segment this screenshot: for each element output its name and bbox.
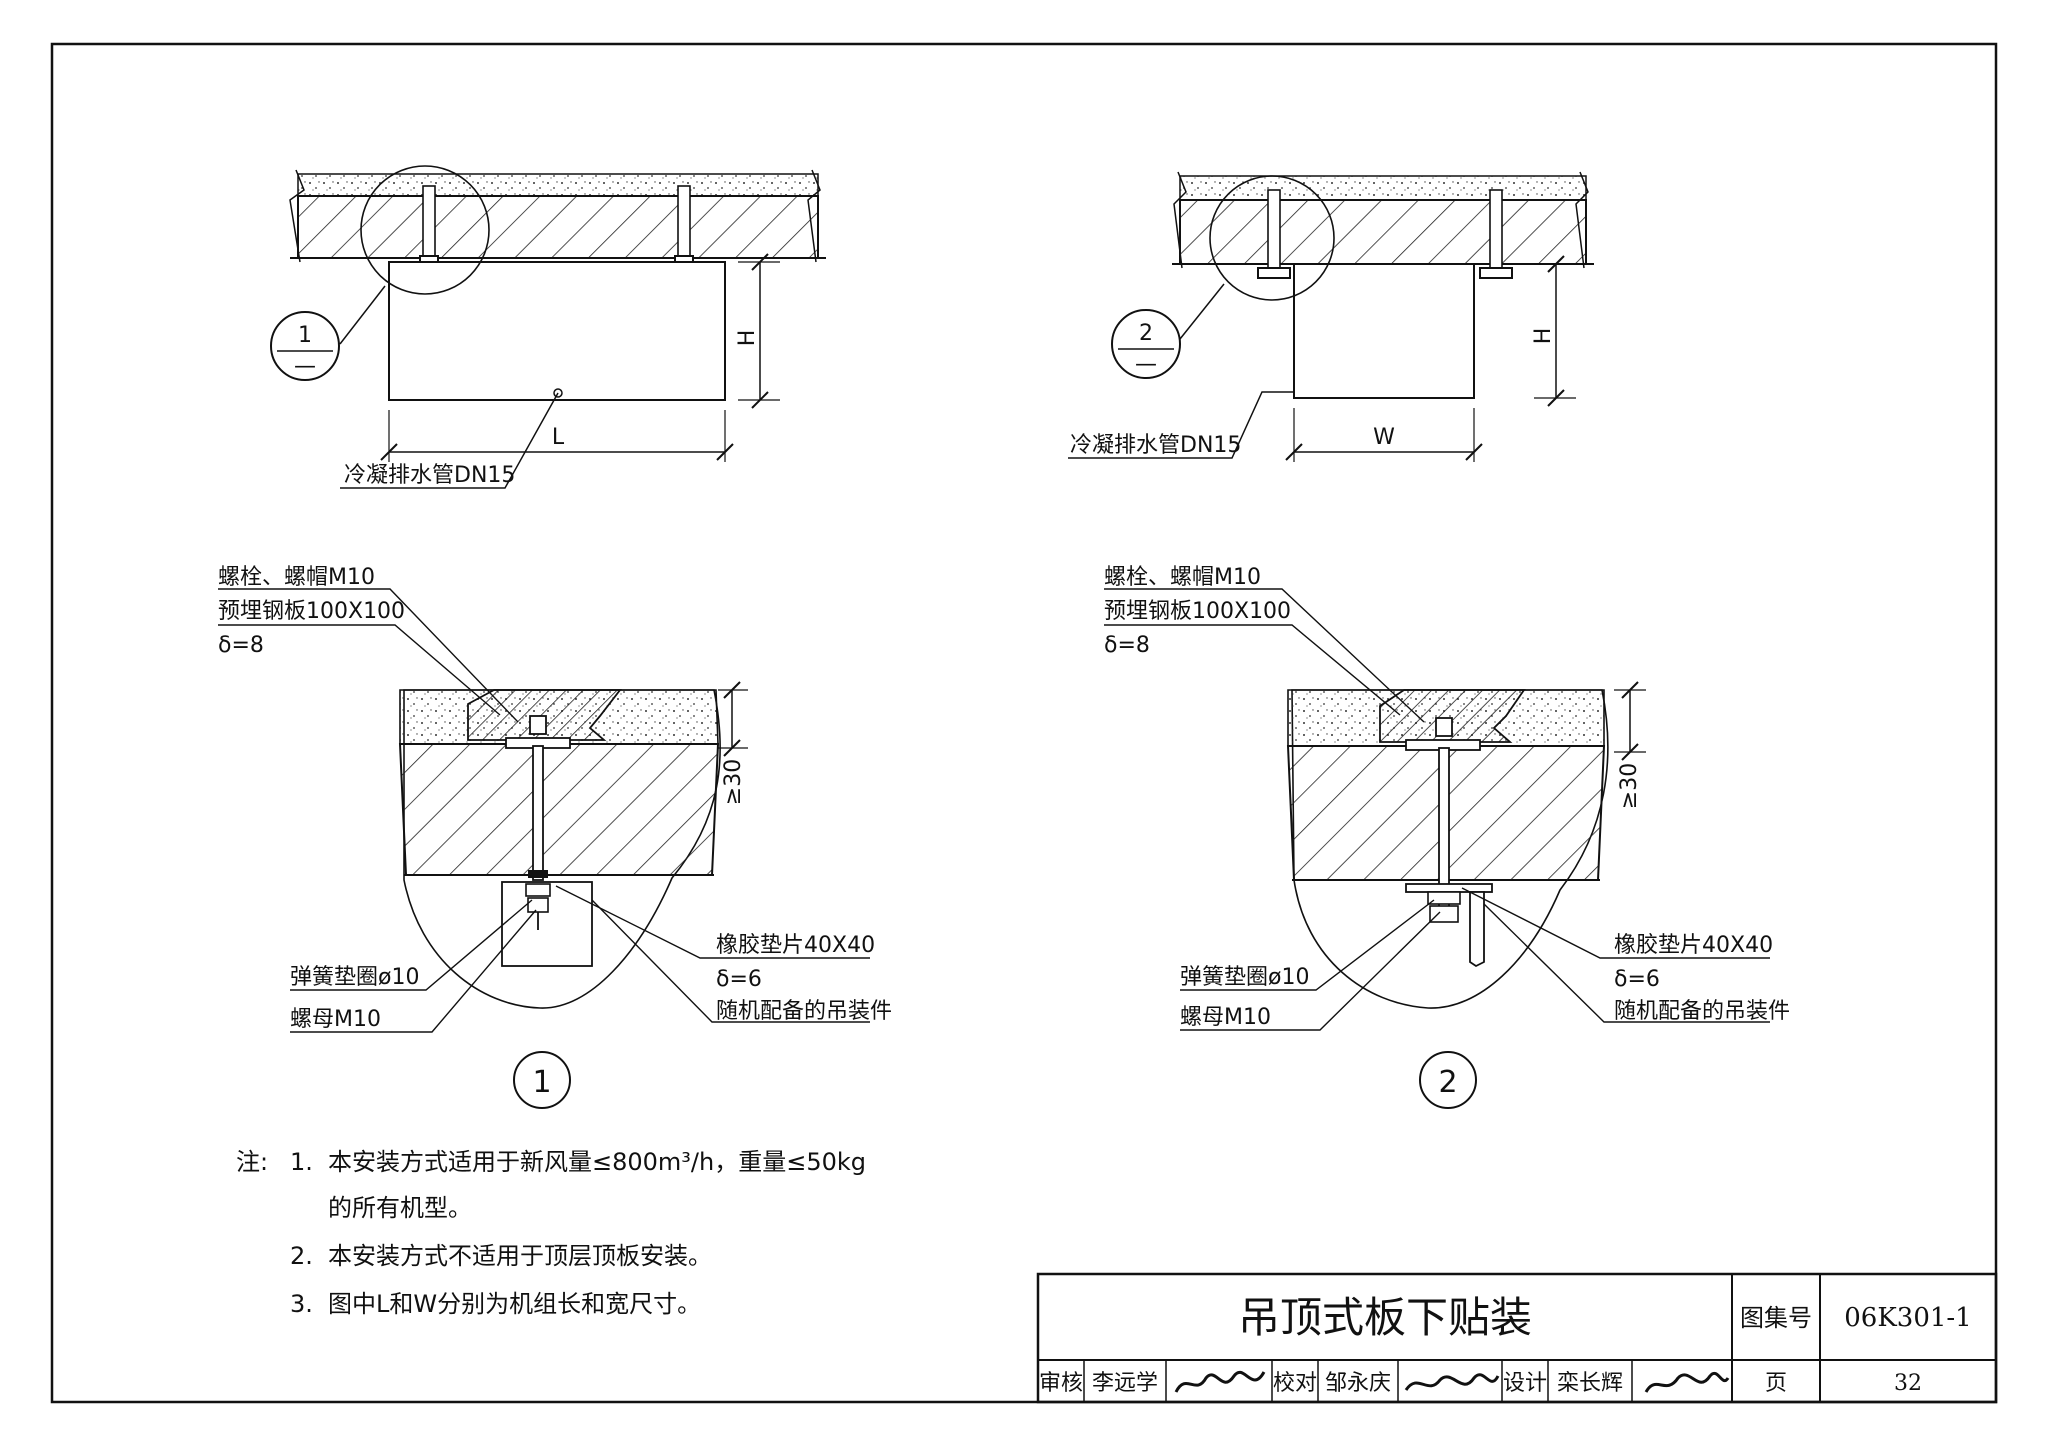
drawing-title: 吊顶式板下贴装 (1238, 1293, 1532, 1342)
view2-dim-width: W (1373, 425, 1395, 450)
designer-signature (1644, 1372, 1730, 1393)
detail1-bolt: 螺栓、螺帽M10 (218, 565, 375, 590)
detail-1-section: ≥30 螺栓、螺帽M10 预埋钢板100X100 δ=8 弹簧垫圈ø10 螺母M… (218, 565, 892, 1109)
checker-name: 邹永庆 (1325, 1371, 1391, 1396)
detail1-nut: 螺母M10 (290, 1007, 381, 1032)
detail1-plate: 预埋钢板100X100 (218, 599, 405, 624)
svg-text:2: 2 (1139, 321, 1153, 346)
note-1-cont: 的所有机型。 (328, 1194, 472, 1222)
reviewer-name: 李远学 (1092, 1371, 1158, 1396)
notes-prefix: 注: (236, 1148, 268, 1176)
sheet-border (50, 42, 1998, 1404)
detail1-hanger: 随机配备的吊装件 (716, 999, 892, 1024)
view1-dim-length: L (552, 425, 565, 450)
detail2-caption: 2 (1438, 1065, 1457, 1100)
detail2-nut: 螺母M10 (1180, 1005, 1271, 1030)
detail1-caption: 1 (532, 1065, 551, 1100)
view2-screed (1179, 175, 1587, 201)
check-label: 校对 (1273, 1371, 1317, 1396)
page-label: 页 (1765, 1371, 1787, 1396)
detail2-depth: ≥30 (1617, 763, 1642, 809)
notes: 注: 1. 本安装方式适用于新风量≤800m³/h，重量≤50kg 的所有机型。… (236, 1148, 866, 1318)
svg-text:—: — (294, 354, 316, 379)
review-label: 审核 (1039, 1371, 1083, 1396)
view1-drain-label: 冷凝排水管DN15 (344, 463, 515, 488)
note-1-text: 本安装方式适用于新风量≤800m³/h，重量≤50kg (328, 1148, 866, 1176)
view2-drain-label: 冷凝排水管DN15 (1070, 433, 1241, 458)
detail2-rubber-thk: δ=6 (1614, 967, 1660, 992)
detail1-depth: ≥30 (721, 759, 746, 805)
note-2-num: 2. (290, 1242, 313, 1270)
detail2-plate: 预埋钢板100X100 (1104, 599, 1291, 624)
view-1-elevation: H L 冷凝排水管DN15 (289, 165, 826, 489)
detail1-rubber-thk: δ=6 (716, 967, 762, 992)
detail-ref-2: 2 — (1111, 309, 1181, 379)
page-number: 32 (1894, 1371, 1922, 1396)
detail1-spring-washer: 弹簧垫圈ø10 (290, 965, 419, 990)
note-2-text: 本安装方式不适用于顶层顶板安装。 (328, 1242, 712, 1270)
note-3-text: 图中L和W分别为机组长和宽尺寸。 (328, 1290, 701, 1318)
view1-detail-circle (360, 165, 490, 295)
atlas-number: 06K301-1 (1844, 1303, 1971, 1333)
view2-dim-height: H (1531, 328, 1556, 345)
detail2-rubber: 橡胶垫片40X40 (1614, 933, 1773, 958)
detail-2-section: ≥30 螺栓、螺帽M10 预埋钢板100X100 δ=8 弹簧垫圈ø10 螺母M… (1104, 565, 1790, 1109)
view1-slab (297, 195, 819, 259)
title-block: 吊顶式板下贴装 图集号 06K301-1 审核 李远学 校对 邹永庆 设计 栾长… (1036, 1272, 1998, 1404)
detail-ref-1: 1 — (270, 311, 340, 381)
view1-screed (297, 173, 819, 197)
detail2-plate-thk: δ=8 (1104, 633, 1150, 658)
view2-detail-circle (1209, 175, 1335, 301)
reviewer-signature (1174, 1370, 1266, 1393)
view-2-elevation: H W 冷凝排水管DN15 (1068, 171, 1594, 462)
note-1-num: 1. (290, 1148, 313, 1176)
detail2-hanger: 随机配备的吊装件 (1614, 999, 1790, 1024)
view2-unit-body (1293, 263, 1475, 399)
design-label: 设计 (1503, 1371, 1547, 1396)
view1-unit-body (388, 261, 726, 401)
view1-dim-height: H (735, 330, 760, 347)
detail2-spring-washer: 弹簧垫圈ø10 (1180, 965, 1309, 990)
svg-text:1: 1 (298, 323, 312, 348)
checker-signature (1404, 1373, 1500, 1391)
note-3-num: 3. (290, 1290, 313, 1318)
svg-text:—: — (1135, 352, 1157, 377)
detail1-plate-thk: δ=8 (218, 633, 264, 658)
detail2-bolt: 螺栓、螺帽M10 (1104, 565, 1261, 590)
atlas-label: 图集号 (1740, 1304, 1812, 1332)
detail1-rubber: 橡胶垫片40X40 (716, 933, 875, 958)
designer-name: 栾长辉 (1557, 1371, 1623, 1396)
view2-slab (1179, 199, 1587, 265)
